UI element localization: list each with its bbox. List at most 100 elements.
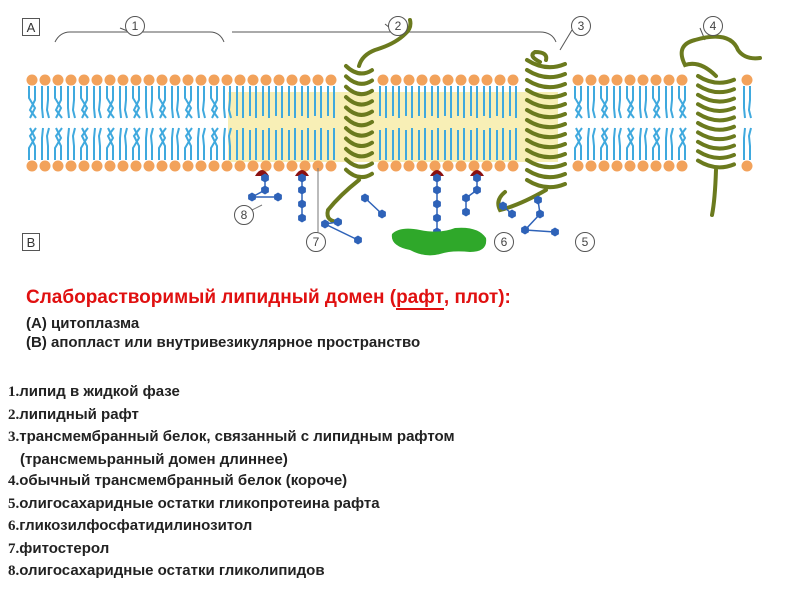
lipid-tail	[171, 127, 180, 160]
protein-loop	[496, 188, 548, 213]
legend-item: 8.олигосахаридные остатки гликолипидов	[8, 560, 788, 583]
legend-item: 1.липид в жидкой фазе	[8, 381, 788, 404]
lipid-head	[611, 160, 623, 172]
lipid-head	[247, 160, 259, 172]
lipid-head	[26, 160, 38, 172]
lipid-tail	[132, 127, 141, 160]
caption: Слаборастворимый липидный домен (рафт, п…	[26, 287, 786, 353]
lipid-head	[156, 74, 168, 86]
legend-text: фитостерол	[19, 539, 110, 557]
sugar-residue	[462, 193, 470, 203]
lipid-head	[572, 160, 584, 172]
legend-number: 1.	[8, 384, 20, 400]
lipid-tail	[626, 86, 635, 119]
legend-text-continued: (трансмемьранный домен длиннее)	[20, 450, 288, 468]
lipid-head	[676, 74, 688, 86]
lipid-tail	[483, 86, 491, 118]
sugar-residue	[361, 193, 369, 203]
lipid-tail	[28, 127, 37, 160]
marker-6: 6	[494, 232, 514, 252]
lipid-head	[481, 74, 493, 86]
lipid-head	[403, 160, 415, 172]
caption-title-prefix: Слаборастворимый липидный домен (	[26, 287, 397, 308]
lipid-tail	[132, 86, 141, 119]
lipid-tail	[314, 86, 322, 118]
lipid-tail	[223, 127, 232, 160]
lipid-tail	[119, 127, 128, 160]
sugar-chain	[523, 199, 556, 233]
sugar-chain	[322, 221, 359, 241]
lipid-head	[624, 160, 636, 172]
lipid-head	[312, 74, 324, 86]
lipid-tail	[496, 86, 504, 118]
sugar-residue	[298, 173, 306, 183]
sugar-residue	[551, 227, 559, 237]
lipid-tail	[587, 127, 596, 160]
lipid-tail	[41, 127, 50, 160]
lipid-head	[429, 74, 441, 86]
lipid-tail	[197, 86, 206, 119]
lipid-tail	[418, 128, 426, 160]
lipid-head	[65, 74, 77, 86]
sugar-residue	[433, 173, 441, 183]
lipid-head	[507, 74, 519, 86]
sugar-chain	[465, 178, 478, 212]
lipid-head	[130, 74, 142, 86]
lipid-head	[494, 160, 506, 172]
lipid-tail	[457, 86, 465, 118]
lipid-tail	[600, 127, 609, 160]
lipid-tail	[392, 128, 400, 160]
lipid-head	[195, 74, 207, 86]
lipid-tail	[509, 128, 517, 160]
lipid-head	[299, 74, 311, 86]
protein-loop	[530, 49, 549, 64]
marker-1: 1	[125, 16, 145, 36]
lipid-tail	[470, 86, 478, 118]
lipid-head	[325, 74, 337, 86]
lipid-head	[377, 74, 389, 86]
lipid-head	[468, 74, 480, 86]
lipid-head	[377, 160, 389, 172]
lipid-tail	[301, 128, 309, 160]
sugar-residue	[274, 192, 282, 202]
lipid-head	[273, 74, 285, 86]
sugar-residue	[378, 209, 386, 219]
lipid-tail	[613, 127, 622, 160]
transmembrane-protein-helix	[696, 74, 736, 170]
lipid-tail	[249, 86, 257, 118]
lipid-head	[104, 160, 116, 172]
lipid-tail	[171, 86, 180, 119]
lipid-tail	[678, 127, 687, 160]
lipid-tail	[54, 127, 63, 160]
legend-number: 8.	[8, 563, 20, 579]
lipid-tail	[236, 128, 244, 160]
sterol-headgroup	[430, 170, 444, 176]
lipid-head	[416, 160, 428, 172]
lipid-tail	[574, 86, 583, 119]
lipid-head	[637, 74, 649, 86]
marker-2: 2	[388, 16, 408, 36]
lipid-head	[585, 160, 597, 172]
lipid-head	[78, 74, 90, 86]
caption-title-underlined: рафт	[396, 287, 444, 308]
sugar-residue	[433, 199, 441, 209]
lipid-head	[169, 160, 181, 172]
lipid-head	[39, 160, 51, 172]
legend-item: 7.фитостерол	[8, 538, 788, 561]
apoplast-side-label: B	[22, 233, 40, 251]
lipid-head	[39, 74, 51, 86]
lipid-head	[611, 74, 623, 86]
lipid-tail	[600, 86, 609, 119]
lipid-tail	[405, 128, 413, 160]
lipid-head	[390, 74, 402, 86]
lipid-head	[598, 74, 610, 86]
legend-text: липид в жидкой фазе	[19, 383, 180, 400]
lipid-head	[182, 74, 194, 86]
lipid-tail	[288, 86, 296, 118]
lipid-tail	[158, 86, 167, 119]
sugar-residue	[499, 201, 507, 211]
lipid-head	[416, 74, 428, 86]
lipid-tail	[652, 127, 661, 160]
lipid-head	[741, 74, 753, 86]
lipid-tail	[301, 86, 309, 118]
